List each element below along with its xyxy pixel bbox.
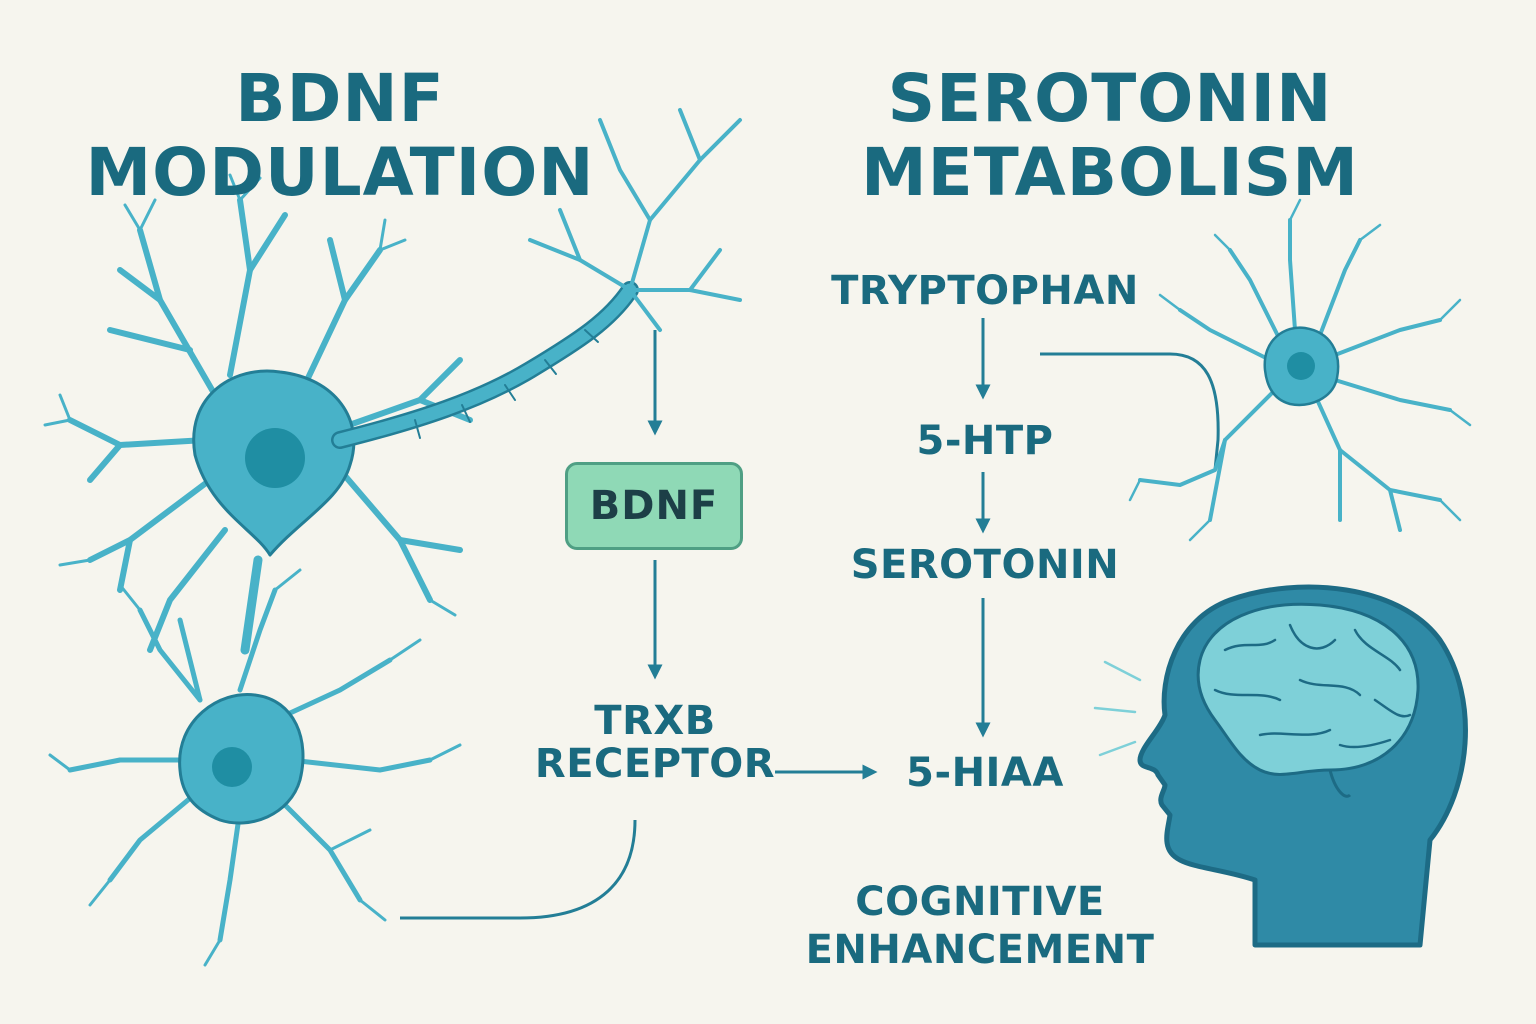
title-right-line-2: METABOLISM xyxy=(861,133,1359,211)
step-5-hiaa: 5-HIAA xyxy=(906,750,1064,796)
receptor-feedback-curve xyxy=(400,819,637,920)
radiating-lines-icon xyxy=(1093,660,1142,757)
bdnf-modulation-title: BDNF MODULATION xyxy=(60,62,620,210)
step-5-htp: 5-HTP xyxy=(916,418,1054,464)
step-tryptophan: TRYPTOPHAN xyxy=(831,268,1139,314)
cognitive-enhancement-label: COGNITIVE ENHANCEMENT xyxy=(780,878,1180,974)
step-serotonin: SEROTONIN xyxy=(850,542,1120,588)
tryptophan-to-neuron-curve xyxy=(1040,352,1220,471)
title-right-line-1: SEROTONIN xyxy=(887,60,1333,137)
serotonin-metabolism-title: SEROTONIN METABOLISM xyxy=(860,62,1360,210)
large-neuron-icon xyxy=(43,108,742,655)
right-neuron-icon xyxy=(1128,198,1472,542)
trxb-receptor-label: TRXB RECEPTOR xyxy=(520,698,790,788)
title-left-line-2: MODULATION xyxy=(85,133,595,211)
head-with-brain-icon xyxy=(1137,584,1468,948)
bdnf-box: BDNF xyxy=(565,462,743,550)
small-neuron-icon xyxy=(48,568,462,967)
serotonin-pathway-arrows xyxy=(975,318,1220,738)
outcome-line-1: COGNITIVE xyxy=(855,879,1105,925)
receptor-line-2: RECEPTOR xyxy=(534,741,776,788)
title-left-line-1: BDNF xyxy=(235,60,445,137)
outcome-line-2: ENHANCEMENT xyxy=(805,927,1155,973)
receptor-line-1: TRXB xyxy=(594,698,716,744)
bdnf-box-label: BDNF xyxy=(589,483,719,529)
bdnf-pathway-arrows xyxy=(400,330,878,920)
